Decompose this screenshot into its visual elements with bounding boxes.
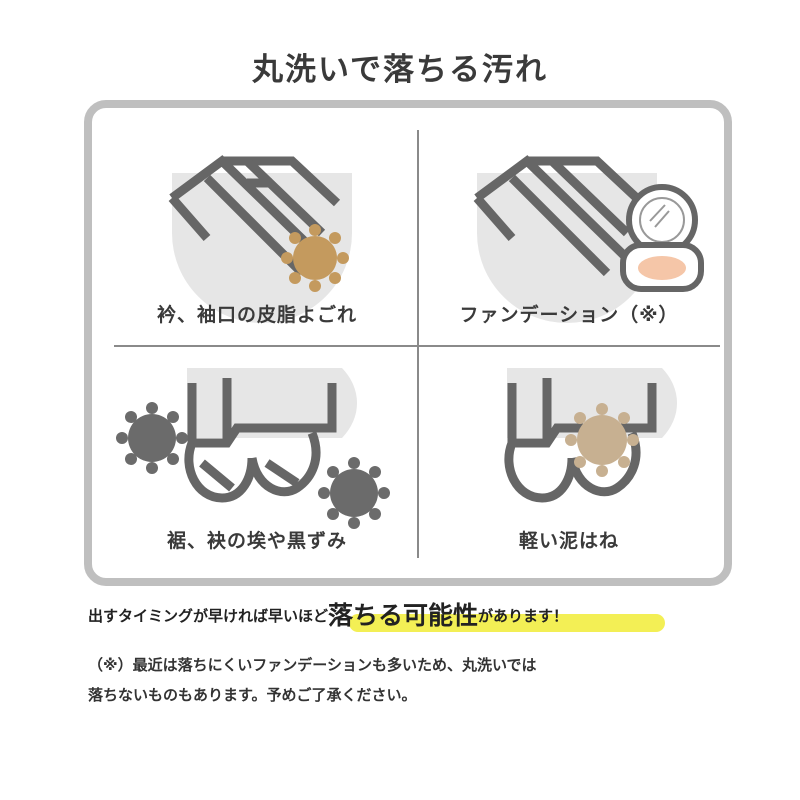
timing-note: 出すタイミングが早ければ早いほど落ちる可能性があります！ bbox=[88, 596, 568, 632]
highlight-marker bbox=[349, 614, 665, 632]
cell-label-sebum: 衿、袖口の皮脂よごれ bbox=[156, 304, 357, 326]
footnote: （※）最近は落ちにくいファンデーションも多いため、丸洗いでは 落ちないものもあり… bbox=[88, 650, 537, 710]
footnote-line2: 落ちないものもあります。予めご了承ください。 bbox=[88, 686, 417, 704]
timing-note-part4: があります！ bbox=[478, 607, 569, 625]
sebum-stain-icon bbox=[281, 224, 349, 292]
stain-grid-card: 衿、袖口の皮脂よごれ ファンデーション（※） bbox=[84, 100, 732, 586]
timing-note-part2: 早いほど bbox=[268, 607, 329, 625]
cell-label-dust: 裾、袂の埃や黒ずみ bbox=[166, 530, 347, 552]
dust-icon bbox=[116, 402, 188, 474]
timing-note-part1: 出すタイミングが早ければ bbox=[88, 607, 269, 625]
vertical-divider bbox=[417, 130, 419, 558]
collar-icon bbox=[473, 155, 657, 323]
horizontal-divider bbox=[114, 345, 720, 347]
footnote-line1: （※）最近は落ちにくいファンデーションも多いため、丸洗いでは bbox=[88, 656, 537, 674]
dust-icon bbox=[318, 457, 390, 529]
collar-icon bbox=[168, 155, 352, 323]
sleeve-hem-icon bbox=[184, 368, 358, 503]
mud-stain-icon bbox=[565, 403, 639, 477]
cell-label-mud: 軽い泥はね bbox=[518, 530, 619, 552]
cell-label-foundation: ファンデーション（※） bbox=[459, 304, 679, 326]
sleeve-hem-icon bbox=[504, 368, 678, 503]
page-title: 丸洗いで落ちる汚れ bbox=[251, 52, 549, 88]
timing-note-emphasis: 落ちる可能性 bbox=[328, 601, 479, 630]
compact-icon bbox=[620, 184, 704, 292]
